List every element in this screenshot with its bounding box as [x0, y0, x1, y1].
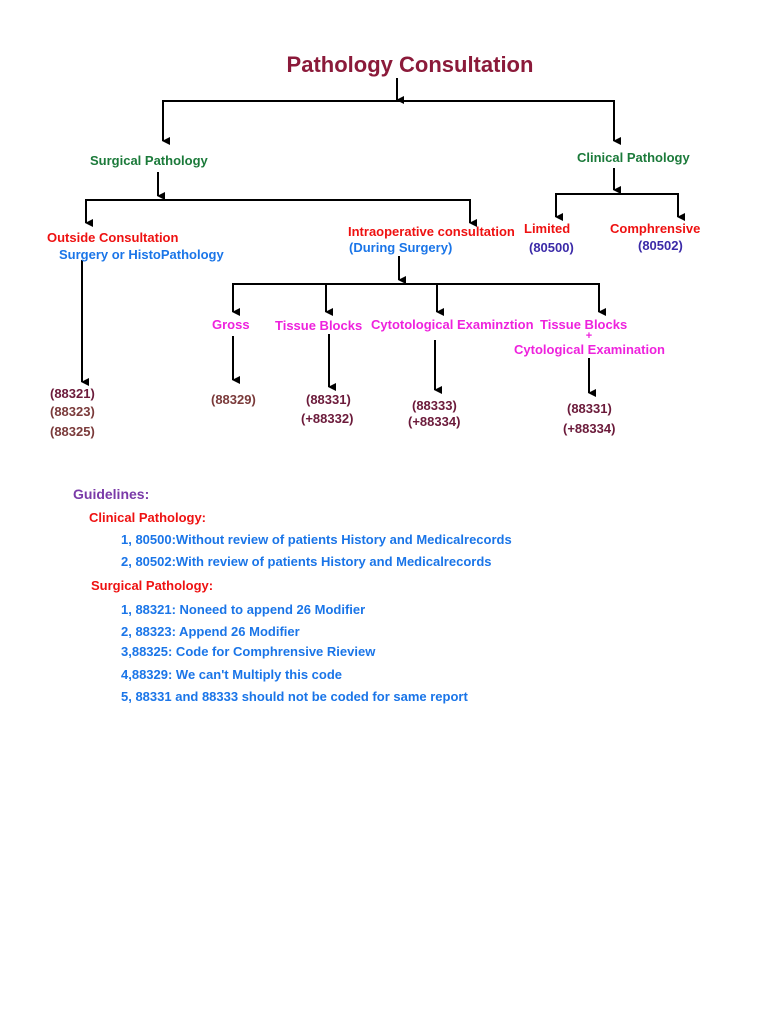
tissue-code-88332: (+88332)	[301, 411, 354, 426]
tissue-code-88331: (88331)	[306, 392, 351, 407]
cyto-code-88333: (88333)	[412, 398, 457, 413]
gross-label: Gross	[212, 317, 250, 332]
clinical-pathology-label: Clinical Pathology	[577, 150, 690, 165]
guideline-clinical-item-2: 2, 80502:With review of patients History…	[121, 554, 492, 569]
guideline-clinical-item-1: 1, 80500:Without review of patients Hist…	[121, 532, 512, 547]
outside-consultation-label: Outside Consultation	[47, 230, 179, 245]
intraop-consultation-sublabel: (During Surgery)	[349, 240, 453, 255]
outside-code-88321: (88321)	[50, 386, 95, 401]
combo-code-88331: (88331)	[567, 401, 612, 416]
gross-code: (88329)	[211, 392, 256, 407]
cytological-label: Cytotological Examinztion	[371, 317, 534, 332]
combo-plus-sign: +	[585, 330, 593, 342]
tissue-blocks-label: Tissue Blocks	[275, 318, 363, 333]
connector-top-bar	[162, 100, 615, 140]
guideline-surgical-item-1: 1, 88321: Noneed to append 26 Modifier	[121, 602, 366, 617]
cyto-code-88334: (+88334)	[408, 414, 461, 429]
guidelines-clinical-heading: Clinical Pathology:	[89, 510, 207, 525]
guideline-surgical-item-4: 4,88329: We can't Multiply this code	[121, 667, 343, 682]
comprehensive-label: Comphrensive	[610, 221, 701, 236]
intraop-consultation-label: Intraoperative consultation	[348, 224, 515, 239]
combo-tissue-label: Tissue Blocks	[540, 317, 628, 332]
guideline-surgical-item-5: 5, 88331 and 88333 should not be coded f…	[121, 689, 468, 704]
limited-code: (80500)	[529, 240, 574, 255]
guidelines-surgical-heading: Surgical Pathology:	[91, 578, 214, 593]
combo-cytological-label: Cytological Examination	[514, 342, 665, 357]
combo-code-88334: (+88334)	[563, 421, 616, 436]
diagram-title: Pathology Consultation	[286, 52, 534, 77]
limited-label: Limited	[524, 221, 571, 236]
comprehensive-code: (80502)	[638, 238, 683, 253]
connector-surgical-bar	[85, 199, 471, 220]
guidelines-heading: Guidelines:	[73, 486, 150, 502]
outside-code-88325: (88325)	[50, 424, 95, 439]
connector-clinical-bar	[555, 193, 679, 215]
outside-code-88323: (88323)	[50, 404, 95, 419]
outside-consultation-sublabel: Surgery or HistoPathology	[59, 247, 224, 262]
guideline-surgical-item-3: 3,88325: Code for Comphrensive Rieview	[121, 644, 376, 659]
guideline-surgical-item-2: 2, 88323: Append 26 Modifier	[121, 624, 300, 639]
surgical-pathology-label: Surgical Pathology	[90, 153, 208, 168]
connector-intraop-bar	[232, 283, 600, 310]
